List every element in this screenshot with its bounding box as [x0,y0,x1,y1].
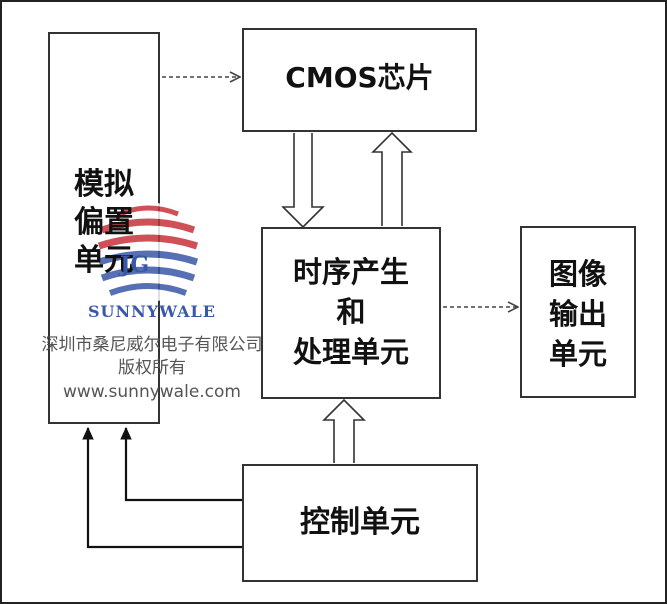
watermark-logo-letters: JG [120,252,150,278]
control-unit-box [242,464,478,582]
cmos-chip-label: CMOS芯片 [285,61,434,94]
analog-bias-unit-label: 模拟 偏置 单元 [74,167,134,278]
image-output-unit-label: 图像 输出 单元 [548,257,607,371]
control-to-timing-arrow [322,398,366,463]
timing-to-cmos-arrow [371,131,413,226]
control-to-bias-arrow-outer [82,426,242,549]
cmos-to-timing-arrow [281,133,325,229]
watermark-brand: SUNNYWALE [88,302,216,321]
watermark-url: www.sunnywale.com [62,382,241,402]
image-output-unit-box [520,226,636,398]
control-unit-label: 控制单元 [300,505,420,540]
timing-unit-box [261,227,441,399]
watermark-company: 深圳市桑尼威尔电子有限公司 [41,335,263,355]
timing-unit-label: 时序产生 和 处理单元 [292,255,409,369]
cmos-chip-box [242,28,477,132]
control-to-bias-arrow-inner [120,426,242,502]
watermark-rights: 版权所有 [118,358,186,378]
watermark-globe-logo [97,202,199,302]
